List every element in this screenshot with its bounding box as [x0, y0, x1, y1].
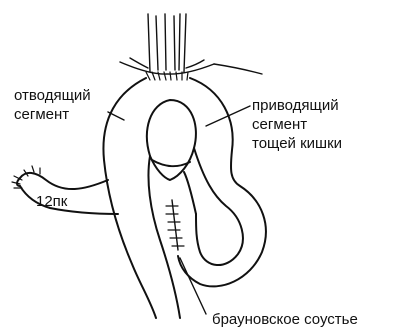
duodenum-label: 12пк	[36, 192, 67, 211]
efferent-line-2: сегмент	[14, 105, 91, 124]
efferent-line-1: отводящий	[14, 86, 91, 105]
afferent-line-3: тощей кишки	[252, 134, 342, 153]
afferent-line-1: приводящий	[252, 96, 342, 115]
suture-icon	[146, 72, 188, 80]
stomach-stump-icon	[120, 14, 262, 74]
afferent-line-2: сегмент	[252, 115, 342, 134]
afferent-segment-label: приводящий сегмент тощей кишки	[252, 96, 342, 153]
efferent-segment-label: отводящий сегмент	[14, 86, 91, 124]
suture-icon	[166, 200, 184, 250]
braun-anastomosis-label: брауновское соустье	[212, 310, 358, 329]
